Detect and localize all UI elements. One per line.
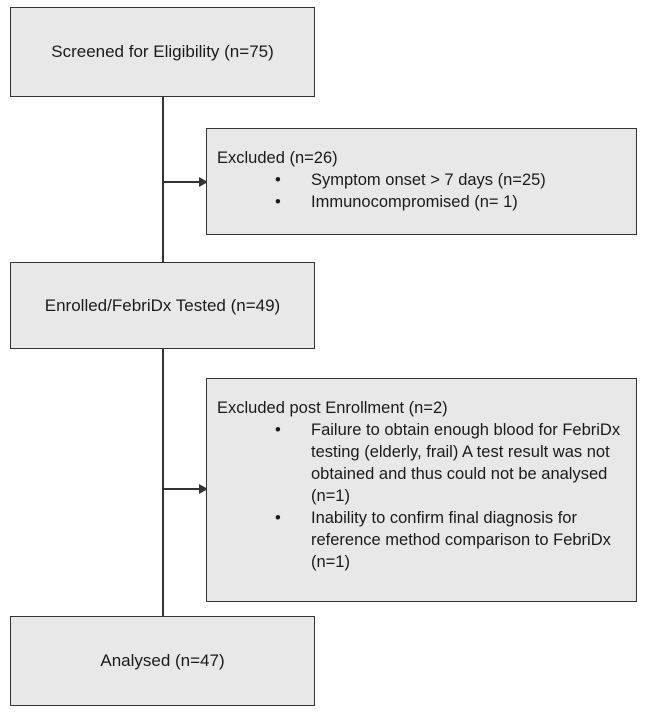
arrow-to-excluded-post <box>199 484 208 494</box>
excluded-heading: Excluded (n=26) <box>217 149 338 167</box>
bullet: • <box>275 421 281 439</box>
excluded-post-heading: Excluded post Enrollment (n=2) <box>217 399 448 417</box>
enrolled-box: Enrolled/FebriDx Tested (n=49) <box>10 262 315 349</box>
screened-box: Screened for Eligibility (n=75) <box>10 7 315 97</box>
arrow-to-excluded <box>199 177 208 187</box>
excluded-post-list: • Failure to obtain enough blood for Feb… <box>217 419 626 573</box>
enrolled-label: Enrolled/FebriDx Tested (n=49) <box>44 295 281 315</box>
excluded-post-box: Excluded post Enrollment (n=2) • Failure… <box>206 378 637 602</box>
bullet: • <box>275 171 281 189</box>
main-flow-line-top <box>162 97 164 262</box>
analysed-box: Analysed (n=47) <box>10 616 315 706</box>
main-flow-line-bottom <box>162 349 164 616</box>
excluded-item: • Immunocompromised (n= 1) <box>275 193 518 211</box>
excluded-list: • Symptom onset > 7 days (n=25) • Immuno… <box>217 169 626 213</box>
branch-line-excluded-post <box>162 488 202 490</box>
analysed-label: Analysed (n=47) <box>100 651 225 670</box>
excluded-box: Excluded (n=26) • Symptom onset > 7 days… <box>206 128 637 235</box>
excluded-post-item: • Failure to obtain enough blood for Feb… <box>275 421 621 505</box>
bullet: • <box>275 509 281 527</box>
bullet: • <box>275 193 281 211</box>
excluded-post-item: • Inability to confirm final diagnosis f… <box>275 509 611 571</box>
branch-line-excluded <box>162 181 202 183</box>
excluded-item: • Symptom onset > 7 days (n=25) <box>275 171 546 189</box>
screened-label: Screened for Eligibility (n=75) <box>51 42 274 61</box>
